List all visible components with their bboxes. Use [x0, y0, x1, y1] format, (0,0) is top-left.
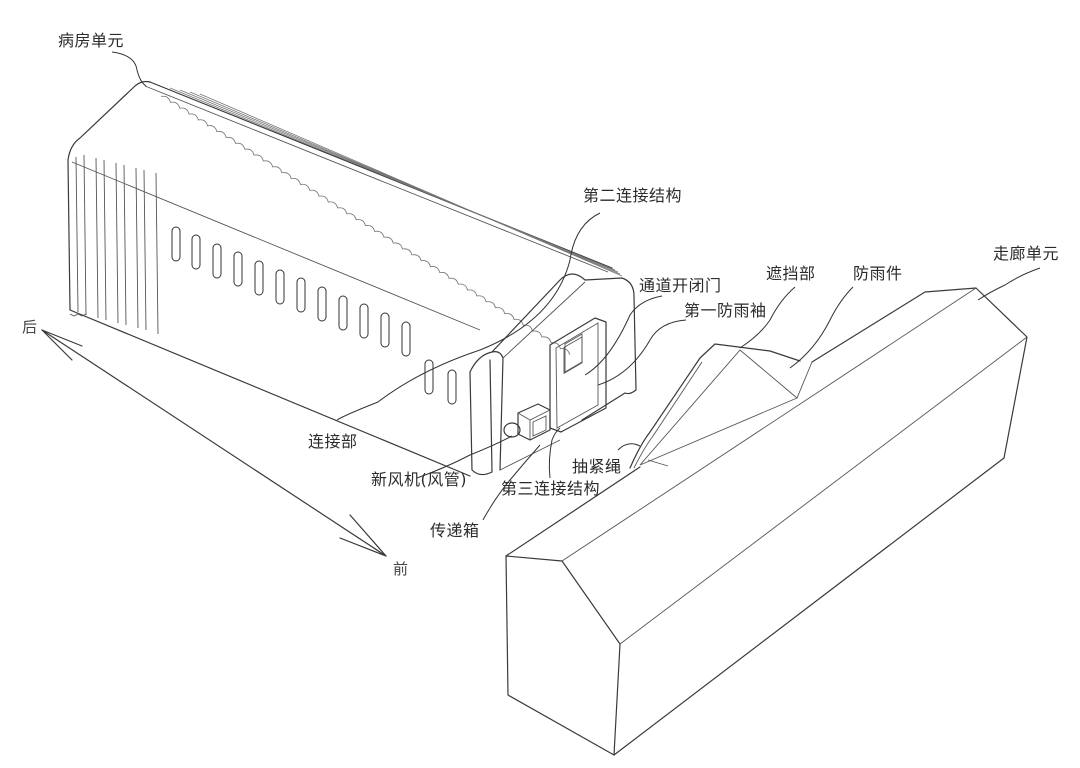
- label-rain-guard: 防雨件: [853, 264, 903, 283]
- label-shield: 遮挡部: [766, 264, 816, 283]
- label-channel-door: 通道开闭门: [639, 276, 722, 295]
- direction-front-label: 前: [393, 560, 409, 578]
- label-third-connection: 第三连接结构: [501, 479, 601, 498]
- direction-arrow: [41, 329, 387, 557]
- label-first-rain-sleeve: 第一防雨袖: [684, 301, 767, 320]
- ward-windows: [171, 226, 457, 405]
- leader-lines: [111, 51, 1041, 521]
- label-corridor-unit: 走廊单元: [993, 244, 1060, 263]
- label-second-connection: 第二连接结构: [583, 186, 683, 205]
- label-connector: 连接部: [308, 432, 358, 451]
- label-fresh-air-unit: 新风机(风管): [371, 470, 467, 489]
- direction-back-label: 后: [22, 318, 38, 336]
- label-pass-box: 传递箱: [430, 521, 480, 540]
- channel-door-drawing: [549, 317, 607, 433]
- ward-unit-drawing: [67, 80, 637, 477]
- corridor-unit-drawing: [505, 287, 1028, 756]
- label-drawstring: 抽紧绳: [572, 457, 622, 476]
- label-ward-unit: 病房单元: [58, 31, 125, 50]
- fresh-air-unit-drawing: [503, 403, 551, 441]
